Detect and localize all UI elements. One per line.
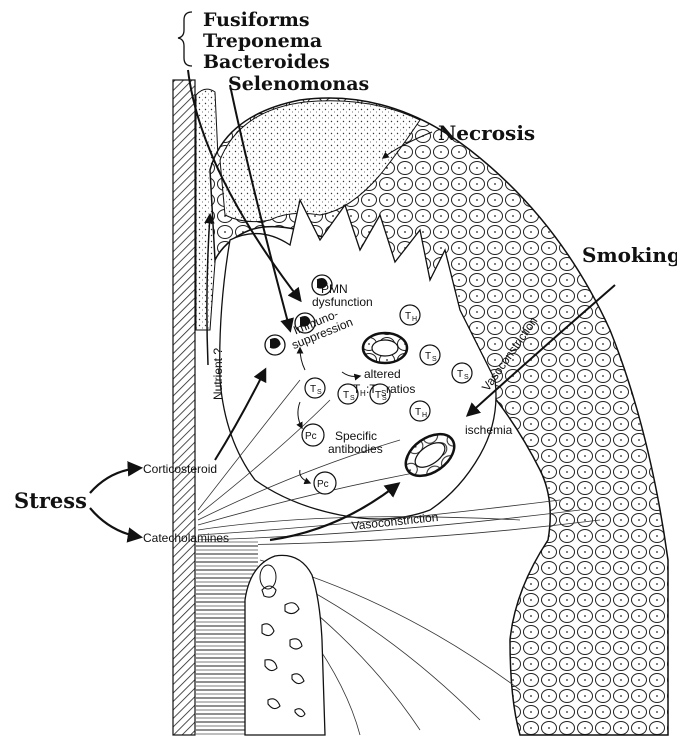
- th-cell-top-h: H: [412, 316, 417, 323]
- organism-selenomonas: Selenomonas: [228, 73, 369, 95]
- vessel-upper: [363, 333, 407, 363]
- ts-cell-left-1-t: T: [310, 384, 316, 395]
- th-cell-top-t: T: [405, 311, 411, 322]
- organism-bacteroides: Bacteroides: [203, 51, 330, 73]
- ts-cell-right-2: T S: [452, 363, 472, 383]
- label-pmn: PMN: [321, 282, 348, 296]
- th-cell-middle: T H: [410, 401, 430, 421]
- organism-treponema: Treponema: [203, 30, 322, 52]
- label-smoking: Smoking: [582, 243, 677, 267]
- ts-cell-right-1-s: S: [432, 356, 437, 363]
- ts-cell-left-1-s: S: [317, 389, 322, 396]
- label-nutrient: Nutrient ?: [211, 348, 225, 400]
- ts-cell-left-1: T S: [305, 378, 325, 398]
- ratio-word: ratios: [386, 382, 415, 396]
- label-specific: Specific: [335, 429, 377, 443]
- ts-cell-left-2-s: S: [350, 395, 355, 402]
- ts-cell-left-2-t: T: [343, 390, 349, 401]
- pc-cell-upper: Pc: [302, 424, 324, 446]
- arrow-stress-corticosteroid: [90, 468, 140, 493]
- label-dysfunction: dysfunction: [312, 295, 373, 309]
- label-stress: Stress: [14, 488, 87, 513]
- pc-cell-lower: Pc: [314, 472, 336, 494]
- label-altered: altered: [364, 367, 401, 381]
- label-necrosis: Necrosis: [438, 121, 535, 145]
- pc-cell-lower-label: Pc: [317, 479, 329, 490]
- organism-brace: [178, 12, 192, 66]
- th-cell-middle-t: T: [415, 407, 421, 418]
- ts-cell-right-2-t: T: [457, 369, 463, 380]
- ts-cell-right-1-t: T: [425, 351, 431, 362]
- ts-cell-right-2-s: S: [464, 374, 469, 381]
- th-cell-top: T H: [400, 305, 420, 325]
- label-antibodies: antibodies: [328, 442, 383, 456]
- pc-cell-upper-label: Pc: [305, 431, 317, 442]
- ts-cell-right-1: T S: [420, 345, 440, 365]
- th-cell-middle-h: H: [422, 412, 427, 419]
- tooth-surface: [173, 80, 195, 735]
- organism-fusiforms: Fusiforms: [203, 9, 310, 31]
- label-corticosteroid: Corticosteroid: [143, 462, 217, 476]
- label-ischemia: ischemia: [465, 423, 513, 437]
- ratio-t2: :T: [366, 382, 377, 396]
- label-catecholamines: Catecholamines: [143, 531, 229, 545]
- alveolar-crest: [245, 555, 325, 735]
- arrow-stress-catecholamines: [90, 508, 140, 537]
